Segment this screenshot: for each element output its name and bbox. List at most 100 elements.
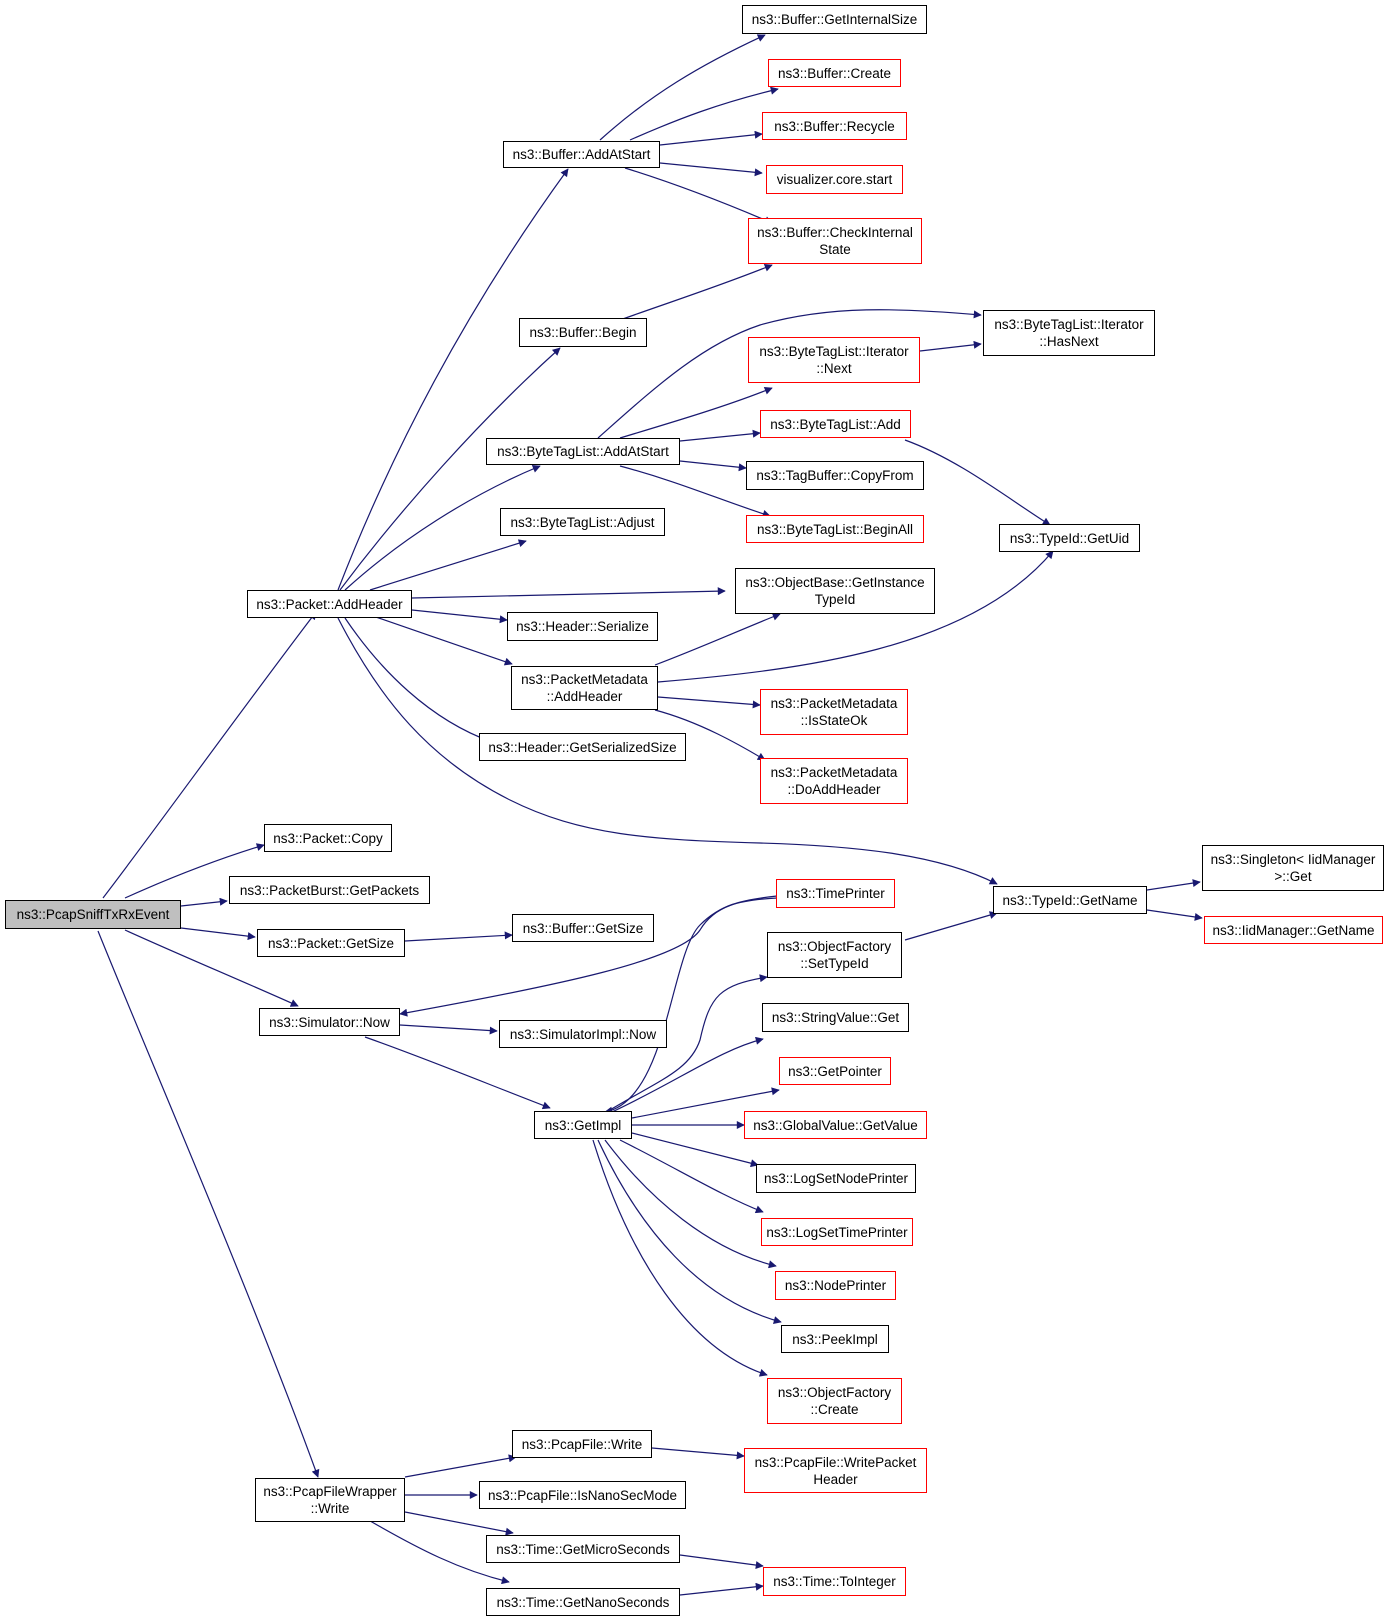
edge-getimpl-to-logsetnodeprinter	[631, 1132, 759, 1168]
node-buffer-getsize[interactable]: ns3::Buffer::GetSize	[512, 914, 654, 942]
edge-root-to-packetburst-getpackets	[180, 897, 228, 907]
edge-bytetaglist-addatstart-to-iterator-hasnext	[597, 309, 982, 439]
edge-buffer-addatstart-to-create	[629, 86, 779, 141]
edge-packetmetadata-addheader-to-doaddheader	[654, 709, 766, 761]
node-stringvalue-get[interactable]: ns3::StringValue::Get	[762, 1003, 909, 1032]
edge-getimpl-to-peekimpl	[597, 1139, 782, 1324]
node-buffer-getinternalsize[interactable]: ns3::Buffer::GetInternalSize	[742, 5, 927, 34]
edge-root-to-packet-getsize	[180, 927, 256, 941]
edge-simulator-now-to-getimpl	[364, 1036, 551, 1110]
node-buffer-checkinternalstate[interactable]: ns3::Buffer::CheckInternal State	[748, 218, 922, 264]
node-bytetaglist-iterator-hasnext[interactable]: ns3::ByteTagList::Iterator ::HasNext	[983, 310, 1155, 356]
node-visualizer-core-start[interactable]: visualizer.core.start	[766, 165, 903, 194]
edge-root-to-simulator-now	[124, 929, 299, 1007]
edge-pcapfilewrapper-to-getnanoseconds	[364, 1517, 510, 1585]
node-pcapfile-isnanosecmode[interactable]: ns3::PcapFile::IsNanoSecMode	[479, 1481, 686, 1509]
edge-typeid-getname-to-iidmanager-getname	[1146, 909, 1203, 921]
edge-bytetaglist-addatstart-to-beginall	[619, 465, 771, 518]
edge-getimpl-to-simulator-now	[400, 917, 766, 1106]
node-time-tointeger[interactable]: ns3::Time::ToInteger	[763, 1567, 906, 1596]
edge-getimpl-to-getpointer	[631, 1087, 780, 1119]
node-logsetnodeprinter[interactable]: ns3::LogSetNodePrinter	[756, 1164, 916, 1193]
node-time-getmicroseconds[interactable]: ns3::Time::GetMicroSeconds	[486, 1535, 680, 1563]
node-objectfactory-create[interactable]: ns3::ObjectFactory ::Create	[767, 1378, 902, 1424]
edge-packet-getsize-to-buffer-getsize	[404, 931, 513, 942]
edge-packetmetadata-addheader-to-typeid-getuid	[657, 550, 1054, 683]
node-header-getserializedsize[interactable]: ns3::Header::GetSerializedSize	[479, 733, 686, 761]
edge-addheader-to-objectbase-getinstancetypeid	[411, 587, 726, 599]
node-bytetaglist-addatstart[interactable]: ns3::ByteTagList::AddAtStart	[486, 438, 680, 465]
node-packet-getsize[interactable]: ns3::Packet::GetSize	[257, 929, 405, 957]
edge-pcapfilewrapper-to-pcapfile-write	[404, 1454, 517, 1478]
node-bytetaglist-beginall[interactable]: ns3::ByteTagList::BeginAll	[746, 515, 924, 543]
node-packetmetadata-addheader[interactable]: ns3::PacketMetadata ::AddHeader	[511, 666, 658, 710]
node-globalvalue-getvalue[interactable]: ns3::GlobalValue::GetValue	[744, 1111, 927, 1139]
node-buffer-create[interactable]: ns3::Buffer::Create	[768, 59, 901, 87]
node-logsettimeprinter[interactable]: ns3::LogSetTimePrinter	[761, 1218, 913, 1246]
node-pcapsnifftxrxevent[interactable]: ns3::PcapSniffTxRxEvent	[5, 900, 181, 929]
edge-root-to-pcapfilewrapper-write	[97, 930, 320, 1478]
edge-getimpl-to-objectfactory-settypeid	[609, 974, 768, 1111]
node-simulator-now[interactable]: ns3::Simulator::Now	[259, 1008, 400, 1036]
node-iidmanager-getname[interactable]: ns3::IidManager::GetName	[1204, 916, 1383, 944]
edge-packetmetadata-addheader-to-objectbase	[654, 612, 781, 666]
node-buffer-addatstart[interactable]: ns3::Buffer::AddAtStart	[503, 141, 660, 168]
node-typeid-getuid[interactable]: ns3::TypeId::GetUid	[999, 524, 1140, 552]
node-getpointer[interactable]: ns3::GetPointer	[779, 1057, 891, 1085]
edge-packetmetadata-addheader-to-isstateok	[657, 696, 761, 709]
edge-addheader-to-buffer-begin	[339, 347, 561, 591]
node-singleton-iidmanager-get[interactable]: ns3::Singleton< IidManager >::Get	[1202, 845, 1384, 891]
node-pcapfile-write[interactable]: ns3::PcapFile::Write	[512, 1430, 652, 1458]
node-nodeprinter[interactable]: ns3::NodePrinter	[775, 1271, 896, 1300]
node-typeid-getname[interactable]: ns3::TypeId::GetName	[993, 886, 1147, 914]
edge-timeprinter-to-simulator-now	[399, 897, 778, 1017]
edge-buffer-addatstart-to-getinternalsize	[599, 34, 766, 141]
node-timeprinter[interactable]: ns3::TimePrinter	[776, 879, 895, 908]
edge-addheader-to-buffer-addatstart	[337, 168, 569, 591]
node-packetburst-getpackets[interactable]: ns3::PacketBurst::GetPackets	[229, 876, 430, 904]
edge-bytetaglist-add-to-typeid-getuid	[904, 439, 1051, 526]
edge-addheader-to-packetmetadata-addheader	[369, 614, 513, 666]
edge-getimpl-to-logsettimeprinter	[619, 1139, 764, 1214]
node-bytetaglist-iterator-next[interactable]: ns3::ByteTagList::Iterator ::Next	[748, 337, 920, 383]
edge-addheader-to-header-serialize	[411, 609, 508, 624]
edge-addheader-to-header-getserializedsize	[344, 617, 493, 744]
node-buffer-begin[interactable]: ns3::Buffer::Begin	[519, 318, 647, 347]
edge-getimpl-to-objectfactory-create	[592, 1139, 768, 1377]
edge-typeid-getname-to-singleton-get	[1146, 879, 1201, 891]
node-packetmetadata-doaddheader[interactable]: ns3::PacketMetadata ::DoAddHeader	[760, 758, 908, 804]
edge-getimpl-to-stringvalue-get	[611, 1036, 764, 1113]
node-buffer-recycle[interactable]: ns3::Buffer::Recycle	[762, 112, 907, 140]
edge-addheader-to-typeid-getname	[337, 617, 998, 885]
edge-getimpl-to-nodeprinter	[604, 1139, 777, 1269]
node-packetmetadata-isstateok[interactable]: ns3::PacketMetadata ::IsStateOk	[760, 689, 908, 735]
edge-addheader-to-bytetaglist-adjust	[369, 539, 527, 591]
edge-buffer-addatstart-to-checkinternalstate	[624, 167, 773, 224]
edge-getmicroseconds-to-tointeger	[679, 1554, 764, 1570]
node-peekimpl[interactable]: ns3::PeekImpl	[781, 1325, 889, 1353]
edge-buffer-begin-to-checkinternalstate	[619, 263, 773, 321]
edge-pcapfile-write-to-writepacketheader	[651, 1447, 745, 1460]
node-bytetaglist-adjust[interactable]: ns3::ByteTagList::Adjust	[500, 508, 665, 536]
node-time-getnanoseconds[interactable]: ns3::Time::GetNanoSeconds	[486, 1588, 680, 1616]
node-objectfactory-settypeid[interactable]: ns3::ObjectFactory ::SetTypeId	[767, 932, 902, 978]
edge-bytetaglist-addatstart-to-iterator-next	[619, 386, 773, 439]
edge-objectfactory-settypeid-to-typeid-getname	[904, 911, 998, 941]
node-objectbase-getinstancetypeid[interactable]: ns3::ObjectBase::GetInstance TypeId	[735, 568, 935, 614]
node-packet-copy[interactable]: ns3::Packet::Copy	[264, 824, 392, 852]
edge-bytetaglist-addatstart-to-tagbuffer-copyfrom	[679, 460, 747, 472]
edge-addheader-to-bytetaglist-addatstart	[344, 465, 541, 591]
node-pcapfilewrapper-write[interactable]: ns3::PcapFileWrapper ::Write	[255, 1478, 405, 1522]
edge-root-to-packet-copy	[124, 843, 265, 899]
node-bytetaglist-add[interactable]: ns3::ByteTagList::Add	[760, 410, 911, 438]
node-header-serialize[interactable]: ns3::Header::Serialize	[507, 612, 658, 641]
edge-bytetaglist-addatstart-to-add	[679, 429, 761, 442]
node-pcapfile-writepacketheader[interactable]: ns3::PcapFile::WritePacket Header	[744, 1448, 927, 1493]
node-tagbuffer-copyfrom[interactable]: ns3::TagBuffer::CopyFrom	[746, 461, 924, 490]
edge-root-to-packet-addheader	[102, 611, 317, 899]
node-packet-addheader[interactable]: ns3::Packet::AddHeader	[247, 590, 412, 618]
node-simulatorimpl-now[interactable]: ns3::SimulatorImpl::Now	[499, 1020, 667, 1048]
edge-simulator-now-to-simulatorimpl-now	[399, 1024, 498, 1035]
node-getimpl[interactable]: ns3::GetImpl	[534, 1111, 632, 1139]
